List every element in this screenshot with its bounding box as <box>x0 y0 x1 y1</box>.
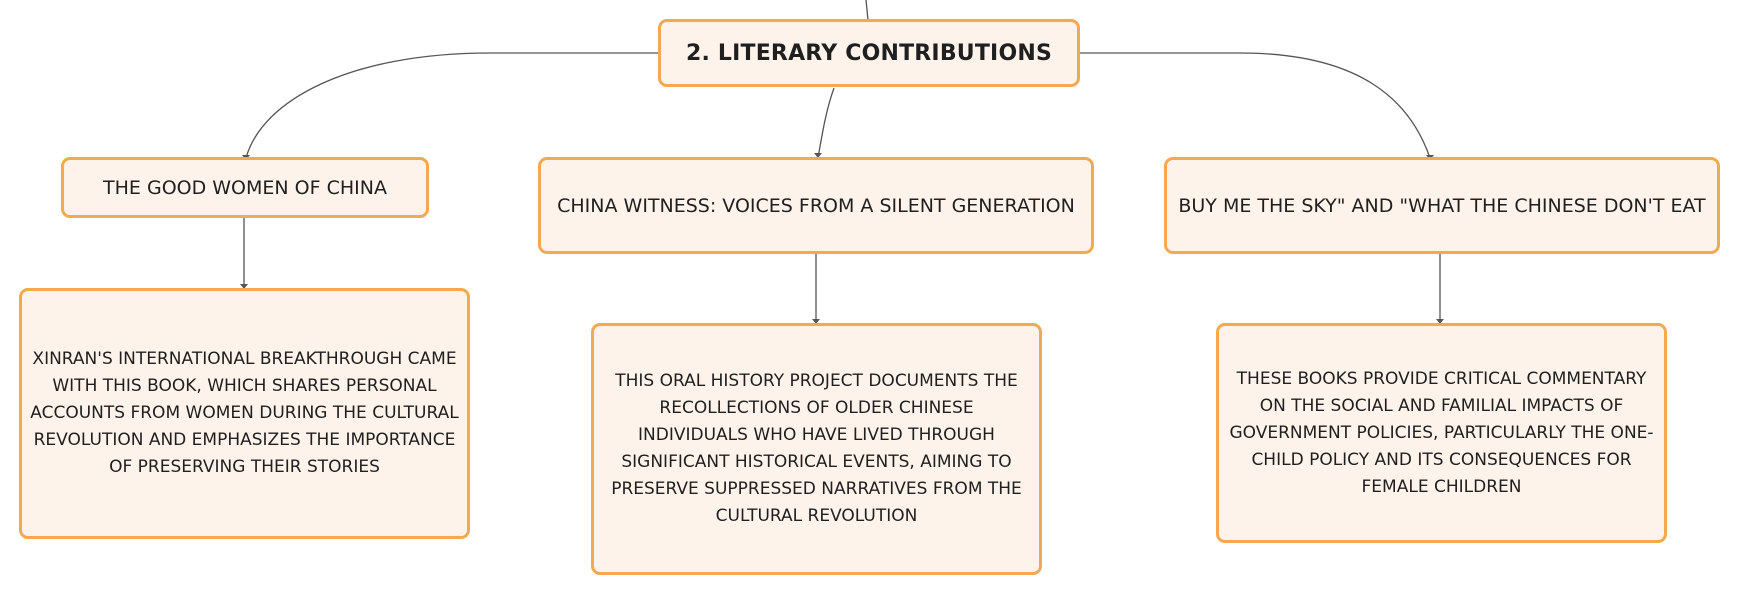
branch-node-label: BUY ME THE SKY" AND "WHAT THE CHINESE DO… <box>1178 194 1706 217</box>
detail-node-text: XINRAN'S INTERNATIONAL BREAKTHROUGH CAME… <box>30 349 459 477</box>
connector-root-to-branch-3 <box>1080 52 1431 159</box>
detail-node-good-women[interactable]: XINRAN'S INTERNATIONAL BREAKTHROUGH CAME… <box>19 288 470 539</box>
connector-root-to-branch-1 <box>245 52 658 159</box>
detail-node-buy-me-the-sky[interactable]: THESE BOOKS PROVIDE CRITICAL COMMENTARY … <box>1216 323 1667 543</box>
connector-root-to-branch-2 <box>817 87 835 159</box>
root-node[interactable]: 2. LITERARY CONTRIBUTIONS <box>658 19 1080 87</box>
branch-node-china-witness[interactable]: CHINA WITNESS: VOICES FROM A SILENT GENE… <box>538 157 1094 254</box>
arrowhead-detail-3 <box>1436 319 1444 324</box>
detail-node-text: THIS ORAL HISTORY PROJECT DOCUMENTS THE … <box>611 371 1022 526</box>
branch-node-label: THE GOOD WOMEN OF CHINA <box>103 176 387 199</box>
root-node-label: 2. LITERARY CONTRIBUTIONS <box>685 40 1053 66</box>
detail-node-china-witness[interactable]: THIS ORAL HISTORY PROJECT DOCUMENTS THE … <box>591 323 1042 575</box>
arrowhead-detail-1 <box>240 284 248 289</box>
arrowhead-branch-2 <box>814 153 822 158</box>
connector-parent-to-root <box>865 0 869 21</box>
arrowhead-detail-2 <box>812 319 820 324</box>
branch-node-good-women[interactable]: THE GOOD WOMEN OF CHINA <box>61 157 429 218</box>
branch-node-label: CHINA WITNESS: VOICES FROM A SILENT GENE… <box>557 194 1075 217</box>
detail-node-text: THESE BOOKS PROVIDE CRITICAL COMMENTARY … <box>1229 368 1654 497</box>
branch-node-buy-me-the-sky[interactable]: BUY ME THE SKY" AND "WHAT THE CHINESE DO… <box>1164 157 1720 254</box>
